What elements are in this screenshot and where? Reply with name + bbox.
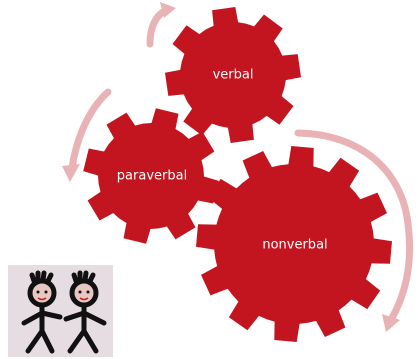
gear-paraverbal-body <box>83 108 219 244</box>
two-stick-figures-icon <box>8 265 113 357</box>
arrow-verbal-to-paraverbal <box>68 88 112 172</box>
gear-label-verbal: verbal <box>213 68 254 83</box>
stick-figures-photo <box>8 265 113 357</box>
arrowhead-top-icon <box>160 2 176 18</box>
gear-verbal <box>165 7 301 143</box>
gear-paraverbal <box>83 108 219 244</box>
arrowhead-left-icon <box>62 164 80 182</box>
gear-label-paraverbal: paraverbal <box>117 169 187 184</box>
gear-nonverbal-body <box>196 146 392 342</box>
gear-verbal-body <box>165 7 301 143</box>
gear-label-nonverbal: nonverbal <box>262 238 327 253</box>
arrowhead-bottom-icon <box>382 314 400 332</box>
gear-nonverbal <box>196 146 392 342</box>
arrow-nonverbal-loop <box>294 129 414 322</box>
